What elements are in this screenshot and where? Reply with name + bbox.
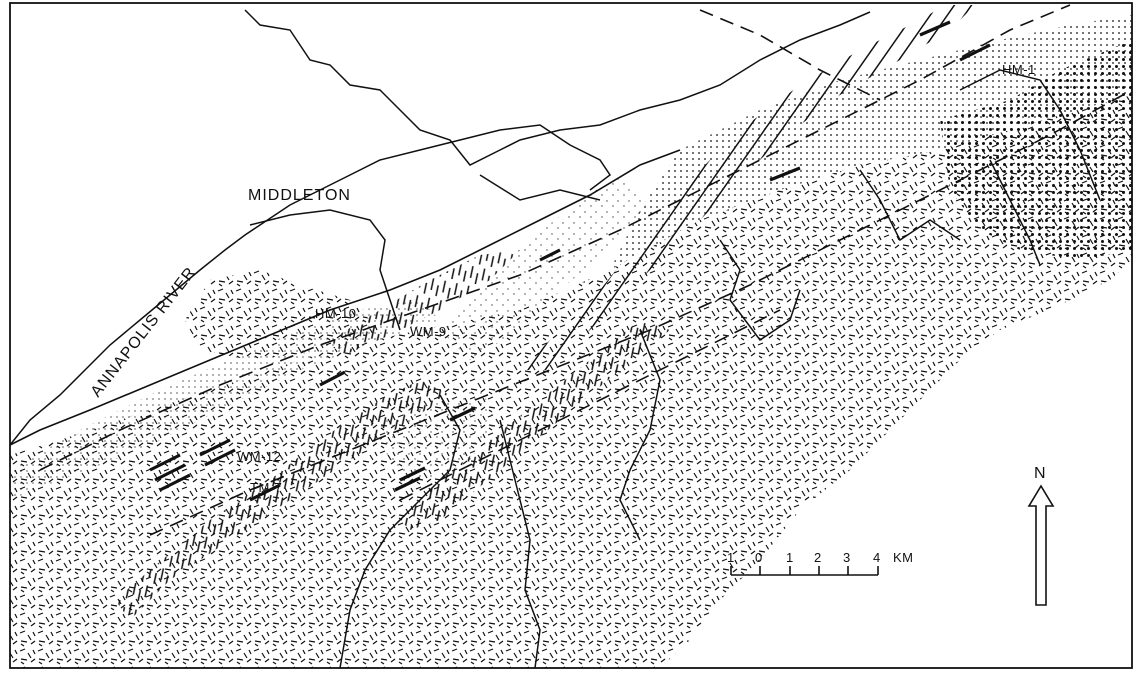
river-east-loop (479, 174, 601, 201)
scale-tick-label: 1 (727, 550, 735, 565)
north-arrow: N (1027, 465, 1055, 606)
scale-tick-label: 2 (814, 550, 822, 565)
scale-tick-label: 1 (786, 550, 794, 565)
scale-tick-label: 4 (873, 550, 881, 565)
hatched-band (520, 5, 975, 370)
site-label: HM-1 (1002, 62, 1036, 77)
river-annapolis (9, 124, 612, 446)
north-arrow-icon (1027, 484, 1055, 606)
sparse-stipple-unit (440, 175, 650, 360)
vertical-hatch-belt-north (330, 250, 520, 355)
contact-dashed-3 (399, 309, 781, 501)
fine-stipple-unit (610, 15, 1132, 270)
contact-dashed-1 (39, 4, 1071, 471)
stream-2 (499, 419, 541, 669)
site-label: WM-9 (410, 324, 447, 339)
label-middleton: MIDDLETON (248, 187, 351, 204)
stream-4 (719, 239, 801, 342)
scale-bar: 1 0 1 2 3 4 KM (727, 550, 914, 576)
river-system-north (244, 9, 871, 166)
dyke-group (149, 20, 991, 502)
scale-tick-label: 3 (843, 550, 851, 565)
vertical-hatch-belt-central (400, 320, 670, 530)
site-label: HM-10 (315, 306, 357, 321)
stream-7 (989, 159, 1041, 266)
north-lowland-boundary (9, 149, 681, 446)
river-middleton (249, 209, 401, 331)
scale-tick-label: 0 (755, 550, 763, 565)
stream-5 (859, 169, 961, 242)
stream-1 (339, 394, 461, 669)
west-stipple-strip (10, 300, 440, 500)
contact-dashed-2 (149, 89, 1133, 536)
stream-6 (959, 69, 1101, 201)
north-label: N (1034, 465, 1047, 482)
site-label: TM-7 (250, 480, 282, 495)
vertical-hatch-belt (115, 380, 450, 620)
contact-dashed-4 (699, 9, 881, 101)
scale-unit-label: KM (893, 550, 914, 565)
coarse-stipple-unit (940, 40, 1132, 260)
site-label: WM-12 (237, 449, 281, 464)
